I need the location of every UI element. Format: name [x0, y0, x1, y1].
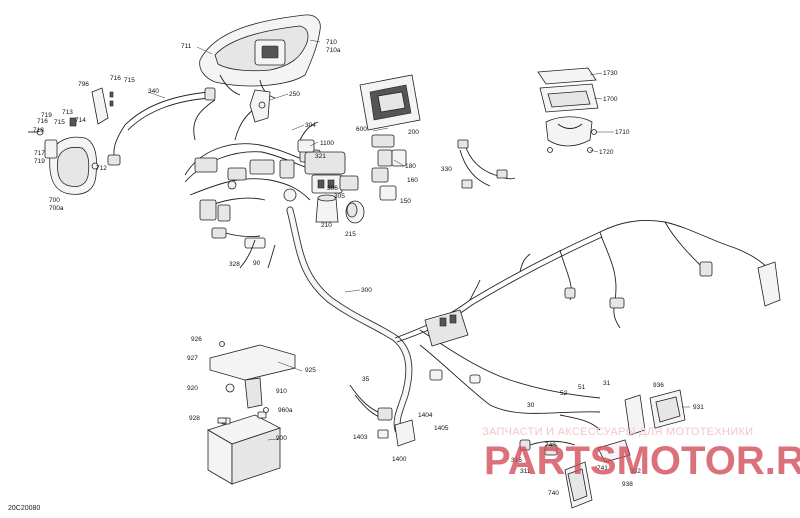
label-920: 920: [187, 385, 198, 392]
label-740: 740: [548, 490, 559, 497]
module-930: [624, 389, 686, 436]
label-210: 210: [321, 222, 332, 229]
label-1405: 1405: [434, 425, 449, 432]
leader-lines: [147, 39, 690, 441]
label-900: 900: [276, 435, 287, 442]
label-710: 710: [326, 39, 337, 46]
display-600: [359, 74, 421, 131]
watermark-subtitle: ЗАПЧАСТИ И АКСЕССУАРЫ ДЛЯ МОТОТЕХНИКИ: [482, 426, 753, 438]
label-160: 160: [407, 177, 418, 184]
label-712: 712: [96, 165, 107, 172]
module-740: [564, 461, 593, 509]
module-700: [28, 117, 99, 195]
label-215: 215: [345, 231, 356, 238]
label-719b: 719: [34, 158, 45, 165]
module-1700: [537, 67, 599, 153]
label-741: 741: [597, 465, 608, 472]
label-700a: 700a: [49, 205, 64, 212]
label-700: 700: [49, 197, 60, 204]
label-600: 600: [356, 126, 367, 133]
label-926: 926: [191, 336, 202, 343]
label-1710: 1710: [615, 129, 630, 136]
label-927: 927: [187, 355, 198, 362]
bracket-250: [249, 89, 271, 123]
label-938: 938: [622, 481, 633, 488]
label-304: 304: [305, 122, 316, 129]
label-90: 90: [253, 260, 261, 267]
label-311: 311: [520, 468, 531, 475]
label-748: 748: [545, 442, 556, 449]
watermark: ЗАПЧАСТИ И АКСЕССУАРЫ ДЛЯ МОТОТЕХНИКИ PA…: [482, 426, 800, 483]
label-51: 51: [578, 384, 586, 391]
label-718: 718: [33, 127, 44, 134]
label-717: 717: [34, 150, 45, 157]
relays-and-fuses: [297, 139, 365, 224]
label-719a: 719: [41, 112, 52, 119]
label-35: 35: [362, 376, 370, 383]
label-711: 711: [181, 43, 192, 50]
label-925: 925: [305, 367, 316, 374]
battery-900: [207, 411, 282, 485]
battery-bracket-910: [209, 341, 296, 424]
label-30: 30: [527, 402, 535, 409]
label-715b: 715: [54, 119, 65, 126]
harness-330: [457, 139, 516, 189]
main-harness-300: [286, 206, 771, 434]
dash-harness-304: [184, 99, 323, 269]
label-150: 150: [400, 198, 411, 205]
connectors-bottom: [519, 414, 631, 463]
label-713: 713: [62, 109, 73, 116]
label-714: 714: [75, 117, 86, 124]
label-1404: 1404: [418, 412, 433, 419]
label-796: 796: [78, 81, 89, 88]
right-module: [564, 261, 781, 309]
label-316: 316: [511, 457, 522, 464]
label-960a: 960a: [278, 407, 293, 414]
cluster-housing-710: [199, 14, 321, 99]
label-306: 306: [327, 185, 338, 192]
label-305: 305: [334, 193, 345, 200]
part-labels: 711 710 710a 796 716 715 340 250 304 719…: [33, 39, 704, 497]
label-1730: 1730: [603, 70, 618, 77]
label-1403: 1403: [353, 434, 368, 441]
label-1100: 1100: [320, 140, 334, 147]
diagram-code: 20C20080: [8, 505, 40, 512]
label-31: 31: [603, 380, 611, 387]
label-931: 931: [693, 404, 704, 411]
label-321: 321: [315, 153, 326, 160]
label-180: 180: [405, 163, 416, 170]
label-910: 910: [276, 388, 287, 395]
label-328: 328: [229, 261, 240, 268]
label-710a: 710a: [326, 47, 341, 54]
junction-block: [424, 309, 481, 384]
label-250: 250: [289, 91, 300, 98]
label-300: 300: [361, 287, 372, 294]
cable-340: [107, 87, 216, 166]
bracket-796: [91, 87, 114, 125]
label-716a: 716: [110, 75, 121, 82]
label-340: 340: [148, 88, 159, 95]
label-936: 936: [653, 382, 664, 389]
label-1700: 1700: [603, 96, 618, 103]
starter-relay-1400: [349, 384, 416, 447]
label-716b: 716: [37, 118, 48, 125]
label-715a: 715: [124, 77, 135, 84]
label-1720: 1720: [599, 149, 614, 156]
label-52: 52: [560, 390, 568, 397]
switches: [371, 134, 407, 201]
label-928: 928: [189, 415, 200, 422]
label-932: 932: [630, 468, 641, 475]
label-330: 330: [441, 166, 452, 173]
watermark-brand: PARTSMOTOR.RU: [484, 439, 800, 483]
label-1400: 1400: [392, 456, 407, 463]
label-200: 200: [408, 129, 419, 136]
